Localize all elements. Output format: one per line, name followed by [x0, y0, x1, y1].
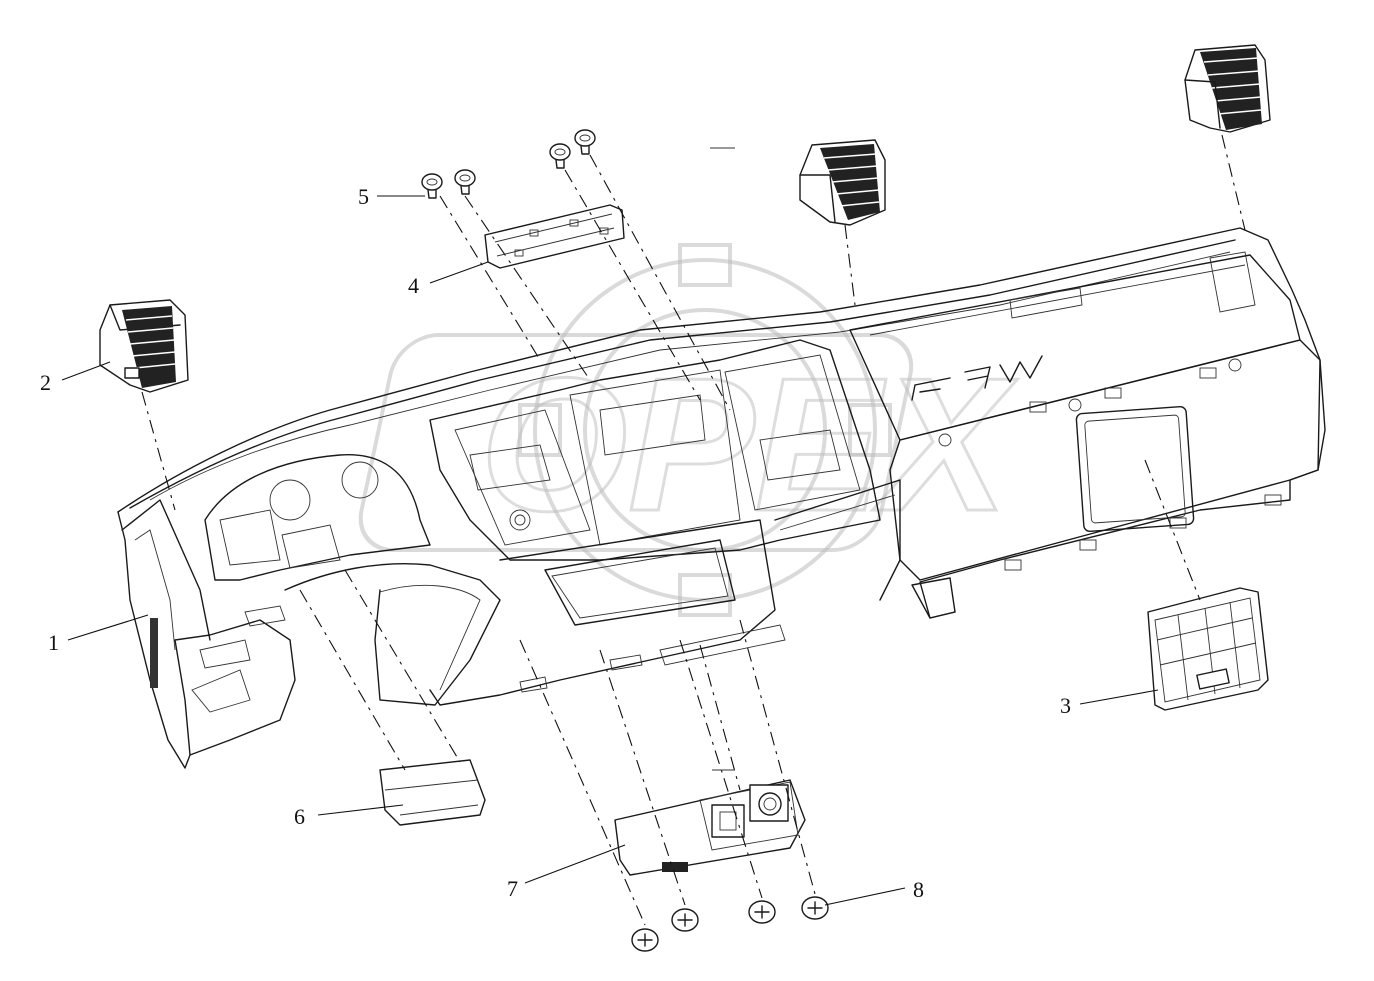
part-7-switch-panel: [614, 779, 806, 876]
callout-8: 8: [913, 877, 924, 902]
watermark-text: OPEX: [480, 339, 1018, 551]
dashboard-panel: [117, 227, 1326, 769]
part-3-cover-panel: [1147, 587, 1269, 711]
center-air-vent: [799, 139, 886, 226]
callout-3: 3: [1060, 693, 1071, 718]
faw-emblem: [911, 355, 1043, 401]
callout-2: 2: [40, 370, 51, 395]
callout-6: 6: [294, 804, 305, 829]
part-8-screws: [631, 896, 829, 952]
part-2-left-vent: [99, 299, 189, 393]
callout-5: 5: [358, 184, 369, 209]
part-6-duct-piece: [379, 759, 486, 826]
watermark: OPEX: [358, 243, 1020, 617]
left-vent-grille: [150, 618, 158, 688]
alignment-lines: [141, 134, 1246, 926]
right-air-vent: [1184, 44, 1271, 133]
leader-lines: [61, 195, 1159, 906]
callout-labels: 1 2 3 4 5 6 7 8: [40, 184, 1071, 902]
callout-1: 1: [48, 630, 59, 655]
callout-4: 4: [408, 273, 419, 298]
part-4-bracket: [484, 204, 625, 269]
right-lower-clip: [911, 577, 956, 619]
callout-7: 7: [507, 876, 518, 901]
right-panel-clips: [938, 358, 1282, 571]
part-5-screws: [421, 129, 596, 199]
